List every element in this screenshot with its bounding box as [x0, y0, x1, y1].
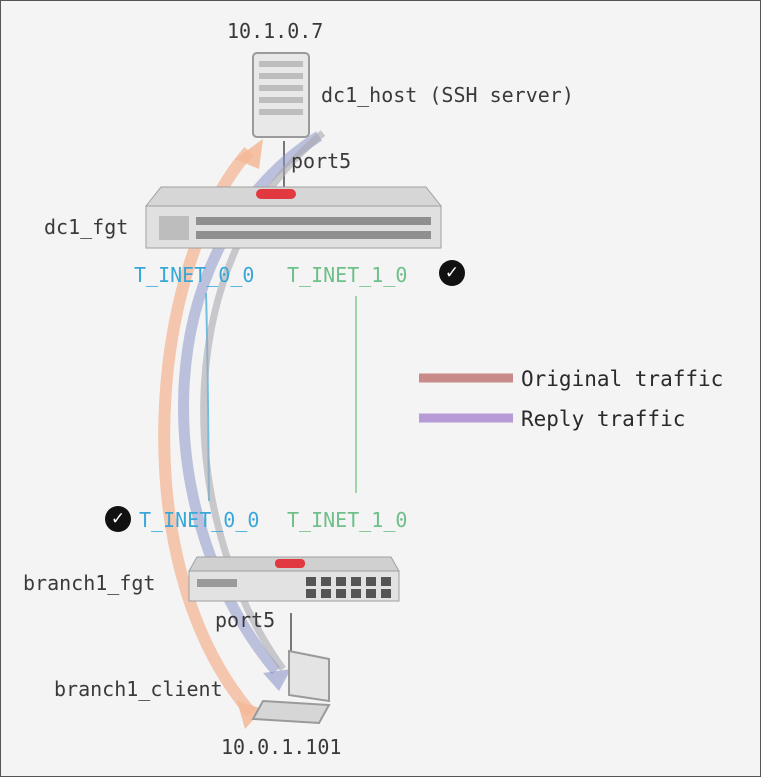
dc-host-ip: 10.1.0.7	[227, 19, 324, 43]
dc-port5-label: port5	[291, 149, 352, 173]
dc-host-label: dc1_host (SSH server)	[321, 83, 574, 107]
check-icon: ✓	[439, 260, 465, 286]
original-tail	[237, 701, 263, 729]
reply-arrowhead	[263, 669, 291, 691]
check-icon: ✓	[105, 506, 131, 532]
legend-original-label: Original traffic	[521, 367, 724, 391]
branch-inet1-label: T_INET_1_0	[287, 508, 408, 532]
branch-client-label: branch1_client	[54, 677, 223, 701]
dc-inet0-label: T_INET_0_0	[134, 263, 255, 287]
original-arrowhead	[235, 139, 263, 169]
laptop-icon	[251, 649, 331, 725]
branch-client-ip: 10.0.1.101	[221, 735, 342, 759]
dc-fgt-label: dc1_fgt	[44, 215, 129, 239]
server-icon	[252, 52, 310, 138]
branch-inet0-label: T_INET_0_0	[139, 508, 260, 532]
branch-fortigate-icon	[188, 556, 400, 602]
branch-fgt-label: branch1_fgt	[23, 571, 156, 595]
dc-fortigate-icon	[144, 186, 443, 249]
legend-reply-label: Reply traffic	[521, 407, 686, 431]
branch-port5-label: port5	[215, 608, 276, 632]
dc-inet1-label: T_INET_1_0	[287, 263, 408, 287]
